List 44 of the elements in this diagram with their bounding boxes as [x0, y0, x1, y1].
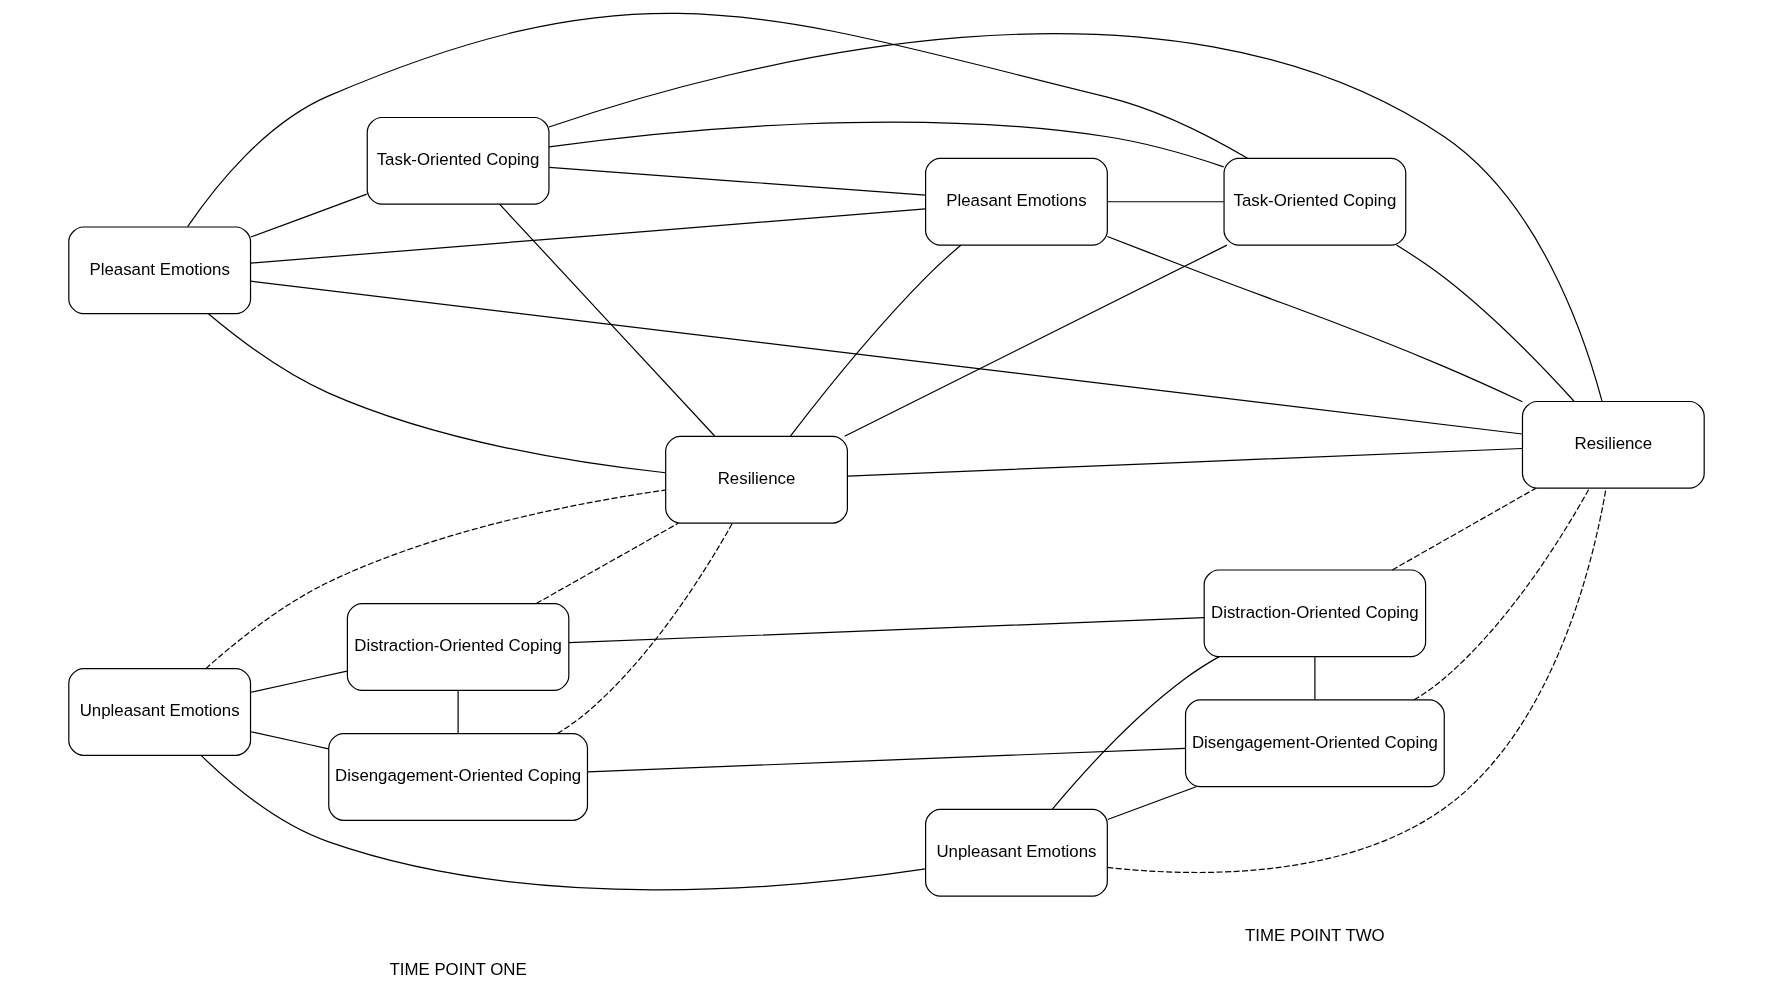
connector: [498, 203, 716, 437]
connector: [457, 689, 459, 734]
node-box: Pleasant Emotions: [925, 157, 1108, 246]
connector: [556, 522, 733, 735]
connector: [1395, 244, 1575, 402]
connector: [548, 33, 1603, 403]
node-box: Disengagement-Oriented Coping: [328, 733, 589, 821]
node-box: Disengagement-Oriented Coping: [1184, 699, 1445, 788]
connector: [535, 522, 679, 605]
connector: [250, 193, 368, 238]
connector: [548, 121, 1225, 168]
connector: [207, 313, 666, 474]
connector: [844, 244, 1228, 437]
connector: [1314, 656, 1316, 701]
connector: [250, 731, 330, 750]
node-box: Unpleasant Emotions: [68, 668, 252, 756]
connector: [1106, 487, 1607, 873]
connector: [187, 12, 1249, 228]
node-box: Resilience: [1521, 400, 1705, 489]
node-box: Task-Oriented Coping: [366, 116, 550, 205]
node-box: Unpleasant Emotions: [925, 808, 1108, 897]
connector: [1391, 487, 1537, 571]
connector: [846, 447, 1523, 477]
node-box: Distraction-Oriented Coping: [346, 603, 570, 691]
connector: [200, 754, 927, 891]
connector: [568, 617, 1205, 644]
connector: [250, 208, 926, 264]
connector: [1107, 201, 1225, 203]
node-box: Pleasant Emotions: [68, 226, 252, 315]
connector: [789, 244, 962, 437]
node-box: Task-Oriented Coping: [1223, 157, 1407, 246]
node-box: Distraction-Oriented Coping: [1203, 569, 1427, 658]
connector: [587, 747, 1186, 773]
connector: [1106, 235, 1524, 403]
connector: [548, 166, 927, 196]
connector: [205, 489, 667, 670]
connector: [249, 280, 1523, 435]
label: TIME POINT TWO: [1245, 926, 1385, 946]
label: TIME POINT ONE: [389, 960, 527, 980]
connector: [1051, 656, 1220, 810]
connector: [250, 670, 348, 693]
node-box: Resilience: [665, 435, 848, 524]
connector: [1413, 487, 1590, 701]
connector: [1107, 786, 1197, 821]
